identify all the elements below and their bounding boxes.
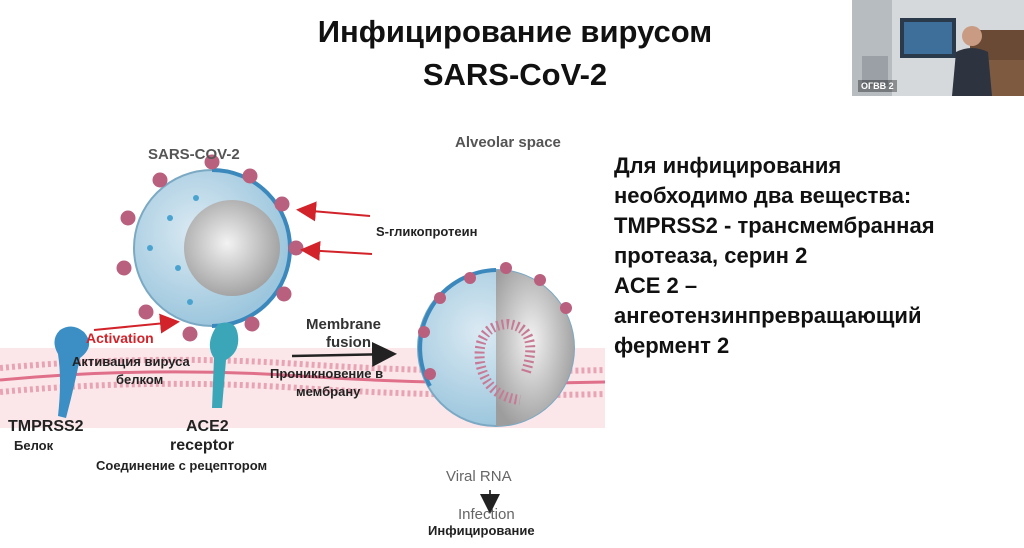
tmprss2-label: TMPRSS2 bbox=[8, 418, 84, 435]
explanation-line-2: необходимо два вещества: bbox=[614, 183, 912, 208]
tmprss2-protein bbox=[54, 326, 90, 418]
slide-title: Инфицирование вирусом SARS-CoV-2 bbox=[230, 10, 800, 96]
virus-label: SARS-COV-2 bbox=[148, 146, 240, 163]
activation-ru-line-2: белком bbox=[116, 372, 164, 387]
explanation-line-3: TMPRSS2 - трансмембранная bbox=[614, 213, 935, 238]
slide-title-line-2: SARS-CoV-2 bbox=[422, 57, 608, 92]
explanation-line-7: фермент 2 bbox=[614, 333, 730, 358]
explanation-line-1: Для инфицирования bbox=[614, 153, 842, 178]
ace2-receptor bbox=[209, 322, 239, 408]
infection-diagram: SARS-COV-2 Alveolar space S-гликопротеин… bbox=[0, 118, 606, 543]
membrane-fusion-line-2: fusion bbox=[326, 334, 371, 351]
viral-rna-label: Viral RNA bbox=[446, 468, 512, 485]
explanation-line-6: ангеотензинпревращающий bbox=[614, 303, 922, 328]
protein-label: Белок bbox=[14, 438, 54, 453]
penetration-line-2: мембрану bbox=[296, 384, 361, 399]
webcam-picture bbox=[852, 0, 1024, 96]
sars-cov-2-virion bbox=[116, 154, 304, 342]
slide-title-line-1: Инфицирование вирусом bbox=[317, 14, 713, 49]
activation-ru-line-1: Активация вируса bbox=[72, 354, 190, 369]
explanation-line-4: протеаза, серин 2 bbox=[614, 243, 808, 268]
fusing-virion bbox=[417, 262, 575, 427]
explanation-line-5: ACE 2 – bbox=[614, 273, 698, 298]
penetration-line-1: Проникновение в bbox=[270, 366, 384, 381]
membrane-fusion-line-1: Membrane bbox=[306, 316, 382, 333]
webcam-label: ОГВВ 2 bbox=[858, 80, 897, 92]
activation-label: Activation bbox=[86, 330, 154, 346]
ace2-label-line-1: ACE2 bbox=[186, 418, 229, 435]
ace2-label-line-2: receptor bbox=[170, 437, 235, 454]
s-glycoprotein-label: S-гликопротеин bbox=[376, 224, 478, 239]
infection-ru-label: Инфицирование bbox=[428, 523, 535, 538]
webcam-feed: ОГВВ 2 bbox=[852, 0, 1024, 96]
infection-label: Infection bbox=[458, 506, 515, 523]
receptor-ru-label: Соединение с рецептором bbox=[96, 458, 268, 473]
explanation-text: Для инфицирования необходимо два веществ… bbox=[614, 151, 1014, 361]
infection-illustration bbox=[0, 118, 606, 543]
alveolar-space-label: Alveolar space bbox=[455, 134, 561, 151]
